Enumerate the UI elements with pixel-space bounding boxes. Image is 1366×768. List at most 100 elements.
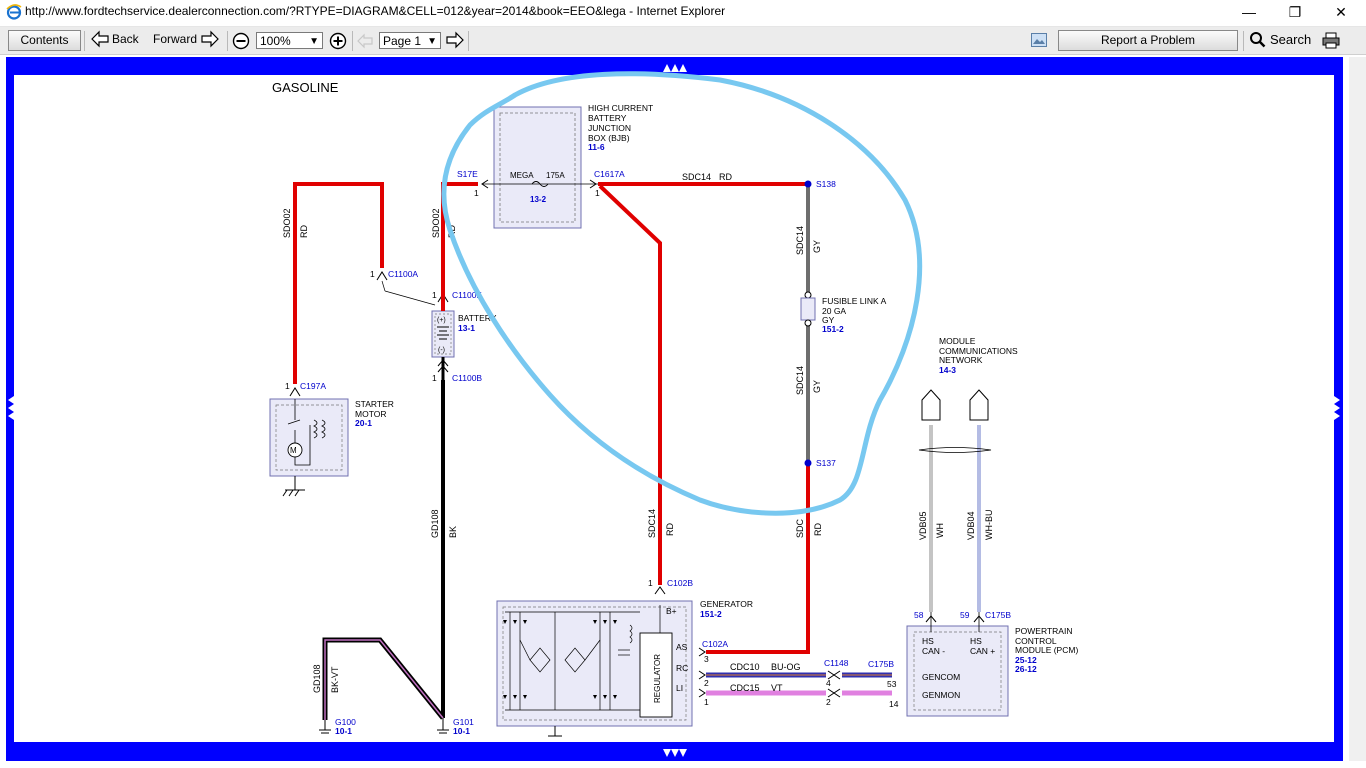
bjb-amps: 175A xyxy=(546,171,565,180)
c175b-bottom-label: C175B xyxy=(868,659,894,669)
bjb-ref[interactable]: 11-6 xyxy=(588,142,605,152)
bjb-fuse-ref[interactable]: 13-2 xyxy=(530,195,547,204)
ie-logo-icon xyxy=(6,4,22,20)
pin-4: 4 xyxy=(826,678,831,688)
pcm-can-minus: CAN - xyxy=(922,646,945,656)
mcn-line2: COMMUNICATIONS xyxy=(939,346,1018,356)
c102a-label: C102A xyxy=(702,639,728,649)
c1100b-label: C1100B xyxy=(452,373,482,383)
next-page-icon[interactable] xyxy=(445,31,465,49)
window-title: http://www.fordtechservice.dealerconnect… xyxy=(25,4,726,18)
label-vdb05: VDB05 xyxy=(918,511,928,540)
pin-2b: 2 xyxy=(826,697,831,707)
label-gd108-a: GD108 xyxy=(430,509,440,538)
toolbar-separator xyxy=(352,31,353,51)
wire-sdc14-generator xyxy=(598,184,662,585)
bjb-line1: HIGH CURRENT xyxy=(588,103,653,113)
title-bar: http://www.fordtechservice.dealerconnect… xyxy=(0,0,1366,27)
forward-label: Forward xyxy=(153,32,198,46)
zoom-select[interactable]: 100% ▼ xyxy=(256,32,323,49)
c175b-top-label: C175B xyxy=(985,610,1011,620)
ground-g101: G101 xyxy=(453,717,474,727)
pcm-module[interactable] xyxy=(906,612,1009,717)
c1100f-label: C1100F xyxy=(452,290,482,300)
generator-ref[interactable]: 151-2 xyxy=(700,609,722,619)
page-value: Page 1 xyxy=(383,34,422,48)
contents-button[interactable]: Contents xyxy=(8,30,81,51)
zoom-in-icon[interactable] xyxy=(329,32,347,50)
generator-as: AS xyxy=(676,642,688,652)
battery-plus: (+) xyxy=(437,317,446,324)
pcm-line1: POWERTRAIN xyxy=(1015,626,1072,636)
label-vt: VT xyxy=(771,683,783,693)
scroll-down-arrows-icon[interactable] xyxy=(663,749,687,757)
close-button[interactable]: ✕ xyxy=(1335,4,1347,20)
battery-label: BATTERY xyxy=(458,313,497,323)
ground-g100-ref[interactable]: 10-1 xyxy=(335,726,352,736)
label-rd-top: RD xyxy=(719,172,732,182)
c197a-label: C197A xyxy=(300,381,326,391)
back-button[interactable]: Back xyxy=(90,30,146,49)
fusible-link[interactable] xyxy=(800,291,816,327)
search-label: Search xyxy=(1270,32,1312,47)
label-bk: BK xyxy=(448,526,458,538)
label-gd108-b: GD108 xyxy=(312,664,322,693)
annotation-circle xyxy=(441,71,923,516)
zoom-value: 100% xyxy=(260,34,291,48)
pcm-gencom: GENCOM xyxy=(922,672,960,682)
scroll-right-arrows-icon[interactable] xyxy=(1334,396,1340,420)
mcn-line3: NETWORK xyxy=(939,355,983,365)
can-connectors[interactable] xyxy=(921,389,989,421)
toolbar-separator xyxy=(1243,31,1244,51)
mcn-ref[interactable]: 14-3 xyxy=(939,365,956,375)
bjb-conn-right: C1617A xyxy=(594,169,625,179)
minimize-button[interactable]: — xyxy=(1242,4,1256,20)
bjb-pin-left: 1 xyxy=(474,188,479,198)
label-cdc15: CDC15 xyxy=(730,683,760,693)
c102b-label: C102B xyxy=(667,578,693,588)
battery-ref[interactable]: 13-1 xyxy=(458,323,475,333)
diagram-toolbar: Contents Back Forward 100% ▼ Page 1 ▼ Re… xyxy=(0,27,1366,55)
battery-component[interactable] xyxy=(431,290,455,380)
report-problem-button[interactable]: Report a Problem xyxy=(1058,30,1238,51)
generator-regulator: REGULATOR xyxy=(653,654,662,703)
fusible-ref[interactable]: 151-2 xyxy=(822,324,844,334)
zoom-out-icon[interactable] xyxy=(232,32,250,50)
c1100b-pin: 1 xyxy=(432,373,437,383)
label-vdb04: VDB04 xyxy=(966,511,976,540)
label-rd-left: RD xyxy=(299,225,309,238)
c102b-pin: 1 xyxy=(648,578,653,588)
image-icon[interactable] xyxy=(1031,33,1047,47)
restore-button[interactable]: ❐ xyxy=(1288,4,1302,20)
pcm-ref1[interactable]: 25-12 xyxy=(1015,655,1037,665)
print-icon[interactable] xyxy=(1322,32,1340,49)
forward-button[interactable]: Forward xyxy=(153,30,221,49)
pcm-line3: MODULE (PCM) xyxy=(1015,645,1078,655)
label-sdc14-top: SDC14 xyxy=(682,172,711,182)
scroll-left-arrows-icon[interactable] xyxy=(8,396,14,420)
ground-g101-ref[interactable]: 10-1 xyxy=(453,726,470,736)
pin-53: 53 xyxy=(887,679,897,689)
vertical-scrollbar[interactable] xyxy=(1349,57,1366,761)
search-button[interactable]: Search xyxy=(1249,30,1315,49)
fusible-line2: 20 GA xyxy=(822,306,846,316)
chevron-down-icon: ▼ xyxy=(427,36,437,47)
pcm-ref2[interactable]: 26-12 xyxy=(1015,664,1037,674)
diagram-heading: GASOLINE xyxy=(272,80,339,95)
battery-junction-box[interactable]: MEGA 175A 13-2 xyxy=(481,106,598,229)
starter-motor[interactable]: M xyxy=(269,398,349,497)
search-icon xyxy=(1250,32,1266,48)
scroll-up-arrows-icon[interactable] xyxy=(663,64,687,72)
bjb-mega: MEGA xyxy=(510,171,534,180)
previous-page-icon[interactable] xyxy=(356,33,374,49)
c1100a-label: C1100A xyxy=(388,269,418,279)
page-select[interactable]: Page 1 ▼ xyxy=(379,32,441,49)
starter-line1: STARTER xyxy=(355,399,394,409)
pcm-hs1: HS xyxy=(922,636,934,646)
starter-ref[interactable]: 20-1 xyxy=(355,418,372,428)
pcm-can-plus: CAN + xyxy=(970,646,995,656)
label-sdc14-gy-2: SDC14 xyxy=(795,366,805,395)
generator[interactable] xyxy=(496,586,706,737)
label-bkvt: BK-VT xyxy=(330,666,340,693)
